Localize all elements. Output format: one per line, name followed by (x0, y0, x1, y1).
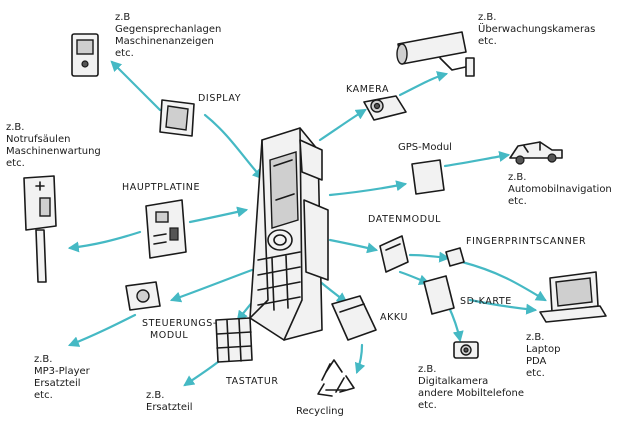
label-steuerung-1: STEUERUNGS- (142, 318, 217, 329)
svg-text:Digitalkamera: Digitalkamera (418, 376, 488, 387)
fingerprint-scanner-icon (445, 247, 465, 267)
arrow-data-to-fingerprint (408, 251, 451, 263)
arrow-control-to-mp3 (67, 313, 137, 347)
examples-digicam: z.B. Digitalkamera andere Mobiltelefone … (418, 364, 524, 411)
svg-text:Maschinenwartung: Maschinenwartung (6, 146, 101, 157)
control-module-icon (125, 281, 161, 311)
arrow-camera-to-cctv (398, 71, 449, 97)
recycling-icon (317, 359, 355, 397)
svg-text:z.B.: z.B. (508, 172, 526, 183)
label-kamera: KAMERA (346, 84, 389, 95)
arrow-akku-to-recycling (354, 343, 366, 375)
svg-text:Ersatzteil: Ersatzteil (146, 402, 193, 413)
emergency-pillar-icon (23, 175, 57, 283)
svg-text:etc.: etc. (6, 158, 25, 169)
label-recycling: Recycling (296, 406, 344, 417)
svg-text:Ersatzteil: Ersatzteil (34, 378, 81, 389)
display-module-icon (159, 99, 195, 137)
label-display: DISPLAY (198, 93, 241, 104)
label-fingerprint: FINGERPRINTSCANNER (466, 236, 586, 247)
arrow-phone-to-gps (328, 180, 408, 197)
camera-module-icon (363, 95, 407, 121)
disassembled-phone-icon (249, 127, 329, 341)
svg-text:etc.: etc. (418, 400, 437, 411)
arrow-board-to-pillar (67, 230, 142, 253)
arrow-board-to-phone (188, 206, 249, 224)
examples-gps: z.B. Automobilnavigation etc. (508, 172, 612, 207)
arrow-phone-to-camera (318, 108, 367, 142)
label-steuerung-2: MODUL (150, 330, 188, 341)
examples-display: z.B Gegensprechanlagen Maschinenanzeigen… (115, 12, 221, 59)
arrow-display-to-phone (203, 113, 264, 180)
arrow-keypad-to-ersatzteil (183, 360, 220, 387)
label-sdkarte: SD-KARTE (460, 296, 512, 307)
label-gps: GPS-Modul (398, 142, 452, 153)
examples-notruf: z.B. Notrufsäulen Maschinenwartung etc. (6, 122, 101, 169)
arrow-sd-to-laptop (468, 298, 538, 315)
gps-module-icon (411, 159, 445, 195)
svg-text:andere Mobiltelefone: andere Mobiltelefone (418, 388, 524, 399)
svg-text:z.B.: z.B. (34, 354, 52, 365)
svg-text:Maschinenanzeigen: Maschinenanzeigen (115, 36, 214, 47)
svg-text:etc.: etc. (478, 36, 497, 47)
data-module-icon (379, 235, 409, 273)
examples-ersatzteil: z.B. Ersatzteil (146, 390, 193, 413)
arrows (67, 60, 547, 387)
keypad-icon (215, 317, 253, 363)
arrow-phone-to-data (328, 238, 379, 254)
examples-kamera: z.B. Überwachungskameras etc. (478, 12, 595, 47)
arrow-sd-to-digicam (446, 303, 464, 343)
svg-text:etc.: etc. (526, 368, 545, 379)
svg-text:z.B.: z.B. (146, 390, 164, 401)
svg-text:z.B: z.B (115, 12, 130, 23)
examples-mp3: z.B. MP3-Player Ersatzteil etc. (34, 354, 91, 401)
svg-text:etc.: etc. (115, 48, 134, 59)
intercom-icon (71, 33, 99, 77)
svg-text:Notrufsäulen: Notrufsäulen (6, 134, 70, 145)
svg-text:z.B.: z.B. (6, 122, 24, 133)
label-datenmodul: DATENMODUL (368, 214, 441, 225)
label-akku: AKKU (380, 312, 408, 323)
arrow-gps-to-car (443, 151, 511, 168)
svg-text:Überwachungskameras: Überwachungskameras (478, 22, 595, 35)
svg-text:Gegensprechanlagen: Gegensprechanlagen (115, 24, 221, 35)
svg-text:z.B.: z.B. (418, 364, 436, 375)
battery-icon (331, 295, 377, 341)
examples-laptop: z.B. Laptop PDA etc. (526, 332, 560, 379)
svg-text:MP3-Player: MP3-Player (34, 366, 91, 377)
label-hauptplatine: HAUPTPLATINE (122, 182, 200, 193)
mainboard-icon (145, 199, 187, 259)
sd-card-icon (423, 275, 455, 315)
label-tastatur: TASTATUR (225, 376, 279, 387)
arrow-display-to-intercom (110, 60, 162, 112)
car-icon (509, 141, 563, 165)
svg-text:PDA: PDA (526, 356, 547, 367)
svg-text:etc.: etc. (508, 196, 527, 207)
svg-text:z.B.: z.B. (526, 332, 544, 343)
digital-camera-icon (453, 341, 479, 359)
arrow-phone-to-control (169, 268, 254, 303)
svg-text:Automobilnavigation: Automobilnavigation (508, 184, 612, 195)
laptop-icon (539, 271, 607, 323)
arrow-fingerprint-to-laptop (460, 260, 547, 302)
svg-text:Laptop: Laptop (526, 344, 560, 355)
svg-text:z.B.: z.B. (478, 12, 496, 23)
svg-text:etc.: etc. (34, 390, 53, 401)
surveillance-camera-icon (396, 31, 475, 77)
arrow-phone-to-akku (316, 278, 348, 304)
